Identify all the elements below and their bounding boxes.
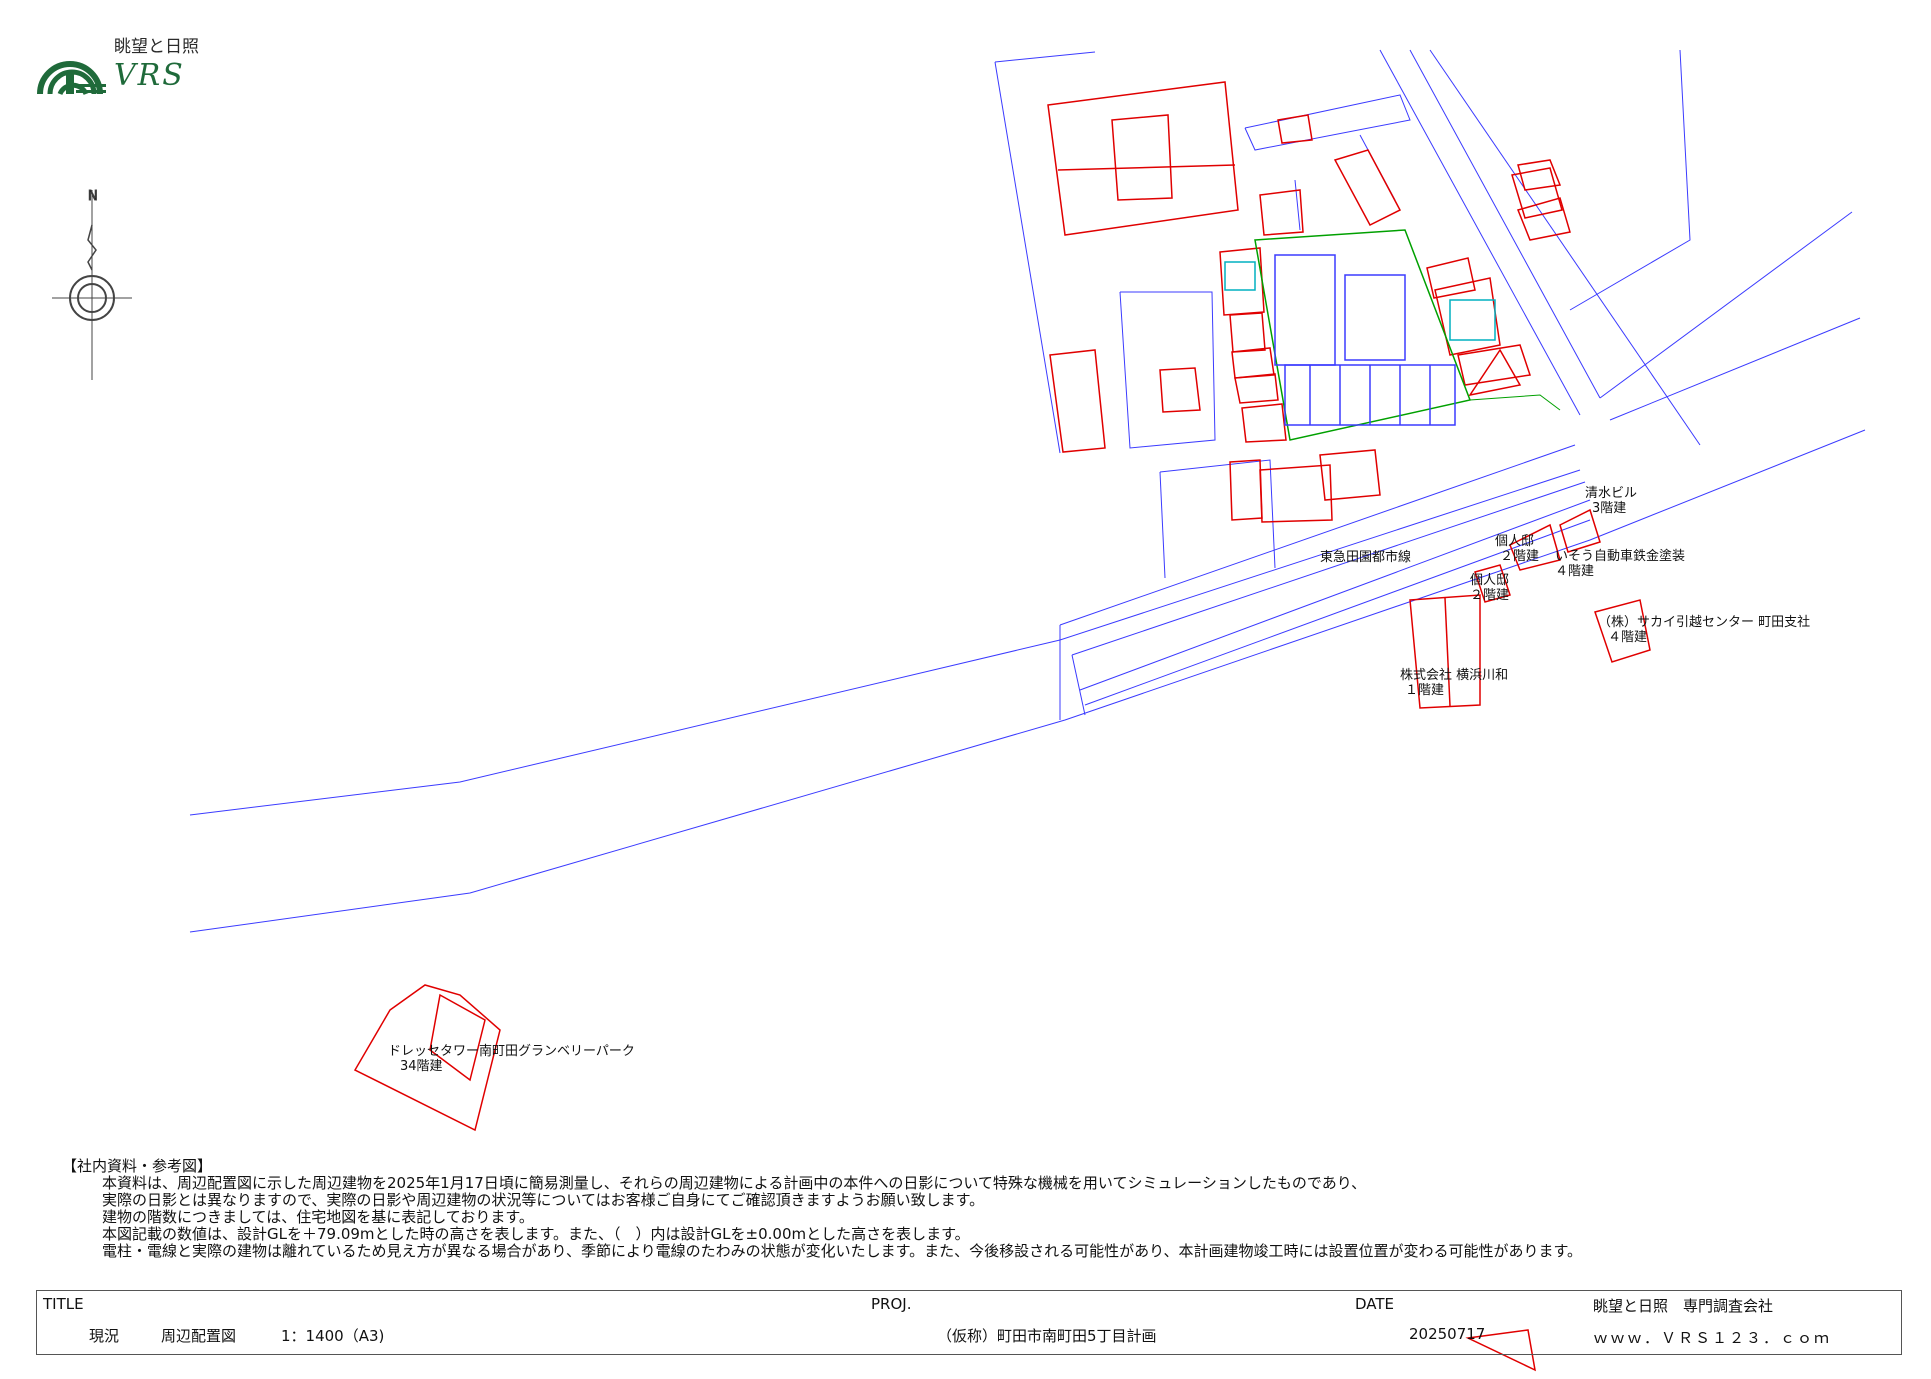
road-edge <box>994 61 1061 454</box>
planned-site <box>1224 229 1561 441</box>
label-kojin1-floors: ２階建 <box>1500 549 1539 564</box>
road-edge <box>1429 49 1701 446</box>
label-kojin1-name: 個人邸 <box>1495 534 1534 549</box>
building <box>1426 257 1476 299</box>
water-feature <box>1449 299 1496 341</box>
building <box>1559 508 1601 553</box>
building <box>1259 464 1333 523</box>
notes-line: 本図記載の数値は、設計GLを＋79.09mとした時の高さを表します。また、（ ）… <box>102 1225 970 1243</box>
building <box>1517 159 1562 191</box>
label-tower-name: ドレッセタワー南町田グランベリーパーク <box>388 1043 635 1059</box>
block <box>1119 291 1216 449</box>
vrs-logo: 眺望と日照 VRS <box>36 32 216 102</box>
label-kawawa-floors: １階建 <box>1405 683 1444 698</box>
building <box>1111 114 1173 201</box>
website-url: ｗｗｗ．ＶＲＳ１２３．ｃｏｍ <box>1593 1329 1832 1347</box>
label-kojin2-floors: ２階建 <box>1470 588 1509 603</box>
logo-top-text: 眺望と日照 <box>114 37 199 57</box>
label-kawawa-name: 株式会社 横浜川和 <box>1400 667 1508 683</box>
rail-edge <box>1084 519 1591 706</box>
title-label: TITLE <box>43 1295 84 1313</box>
label-isou-name: いそう自動車鉄金塗装 <box>1555 548 1685 564</box>
road-edge <box>1379 49 1581 416</box>
road-edge <box>994 51 1096 63</box>
logo-bottom-text: VRS <box>114 58 185 93</box>
notes-line: 実際の日影とは異なりますので、実際の日影や周辺建物の状況等についてはお客様ご自身… <box>102 1191 985 1209</box>
map-labels: 東急田園都市線 清水ビル 3階建 個人邸 ２階建 いそう自動車鉄金塗装 ４階建 … <box>388 486 1810 1074</box>
building-tower <box>353 984 501 1132</box>
road-edge <box>1609 317 1861 421</box>
site-edge <box>1469 394 1561 411</box>
drawing-name: 周辺配置図 <box>161 1327 237 1345</box>
title-block: TITLE PROJ. DATE 眺望と日照 専門調査会社 現況 周辺配置図 1… <box>36 1290 1902 1355</box>
water-feature <box>1224 261 1256 291</box>
rail-edge <box>1071 481 1586 656</box>
building <box>1231 347 1275 379</box>
roads <box>189 49 1866 933</box>
building <box>1516 197 1571 241</box>
building <box>1159 367 1201 413</box>
road-edge <box>1159 471 1166 579</box>
buildings <box>353 81 1651 1372</box>
label-shimizu-name: 清水ビル <box>1585 486 1637 501</box>
date-label: DATE <box>1355 1295 1395 1313</box>
road-edge <box>1599 211 1853 399</box>
compass-label: N <box>88 189 98 204</box>
notes-line: 電柱・電線と実際の建物は離れているため見え方が異なる場合があり、季節により電線の… <box>102 1242 1583 1260</box>
road-edge <box>189 429 1866 933</box>
planned-building <box>1274 254 1336 366</box>
building <box>1409 594 1481 709</box>
road-edge <box>189 469 1581 816</box>
road-edge <box>1159 459 1276 569</box>
building <box>1047 81 1239 236</box>
label-tower-floors: 34階建 <box>400 1059 443 1074</box>
vrs-arc-logo-icon <box>37 61 106 96</box>
building <box>1594 599 1651 663</box>
road-edge <box>1409 49 1601 399</box>
building <box>1333 149 1402 226</box>
status-text: 現況 <box>89 1327 120 1345</box>
road-edge <box>1569 49 1691 311</box>
label-kojin2-name: 個人邸 <box>1470 573 1509 588</box>
label-sakai-name: （株）サカイ引越センター 町田支社 <box>1598 614 1810 630</box>
site-boundary <box>1254 229 1472 441</box>
building <box>1434 277 1501 356</box>
building <box>1259 189 1304 236</box>
building <box>1457 344 1531 386</box>
notes-line: 建物の階数につきましては、住宅地図を基に表記しております。 <box>102 1208 534 1226</box>
scale-text: 1：1400（A3) <box>281 1327 385 1345</box>
date-value: 20250717 <box>1409 1325 1486 1343</box>
building <box>1049 349 1106 453</box>
building <box>1219 247 1265 316</box>
label-isou-floors: ４階建 <box>1555 564 1594 579</box>
project-name: （仮称）町田市南町田5丁目計画 <box>937 1327 1157 1345</box>
building <box>1277 114 1313 144</box>
label-shimizu-floors: 3階建 <box>1592 501 1626 516</box>
notes-heading: 【社内資料・参考図】 <box>62 1157 213 1175</box>
planned-building <box>1344 274 1406 361</box>
building <box>1468 348 1522 397</box>
company-name: 眺望と日照 専門調査会社 <box>1593 1297 1774 1315</box>
building <box>1229 459 1263 521</box>
road-edge <box>1294 179 1301 231</box>
notes-line: 本資料は、周辺配置図に示した周辺建物を2025年1月17日頃に簡易測量し、それら… <box>102 1174 1367 1192</box>
label-railway: 東急田園都市線 <box>1320 549 1411 565</box>
building <box>1474 564 1511 603</box>
building <box>1234 373 1279 404</box>
building-tower-core <box>429 993 486 1082</box>
disclaimer-notes: 【社内資料・参考図】 本資料は、周辺配置図に示した周辺建物を2025年1月17日… <box>62 1158 1922 1260</box>
road-edge <box>1071 654 1086 716</box>
rail-edge <box>1059 444 1576 626</box>
building <box>1509 523 1561 571</box>
building <box>1319 449 1381 501</box>
label-sakai-floors: ４階建 <box>1608 630 1647 645</box>
compass: N <box>52 189 132 380</box>
rail-edge <box>1079 499 1591 691</box>
building <box>1241 403 1287 443</box>
building <box>1511 167 1563 219</box>
proj-label: PROJ. <box>871 1295 912 1313</box>
building <box>1229 312 1266 353</box>
block <box>1244 94 1411 151</box>
